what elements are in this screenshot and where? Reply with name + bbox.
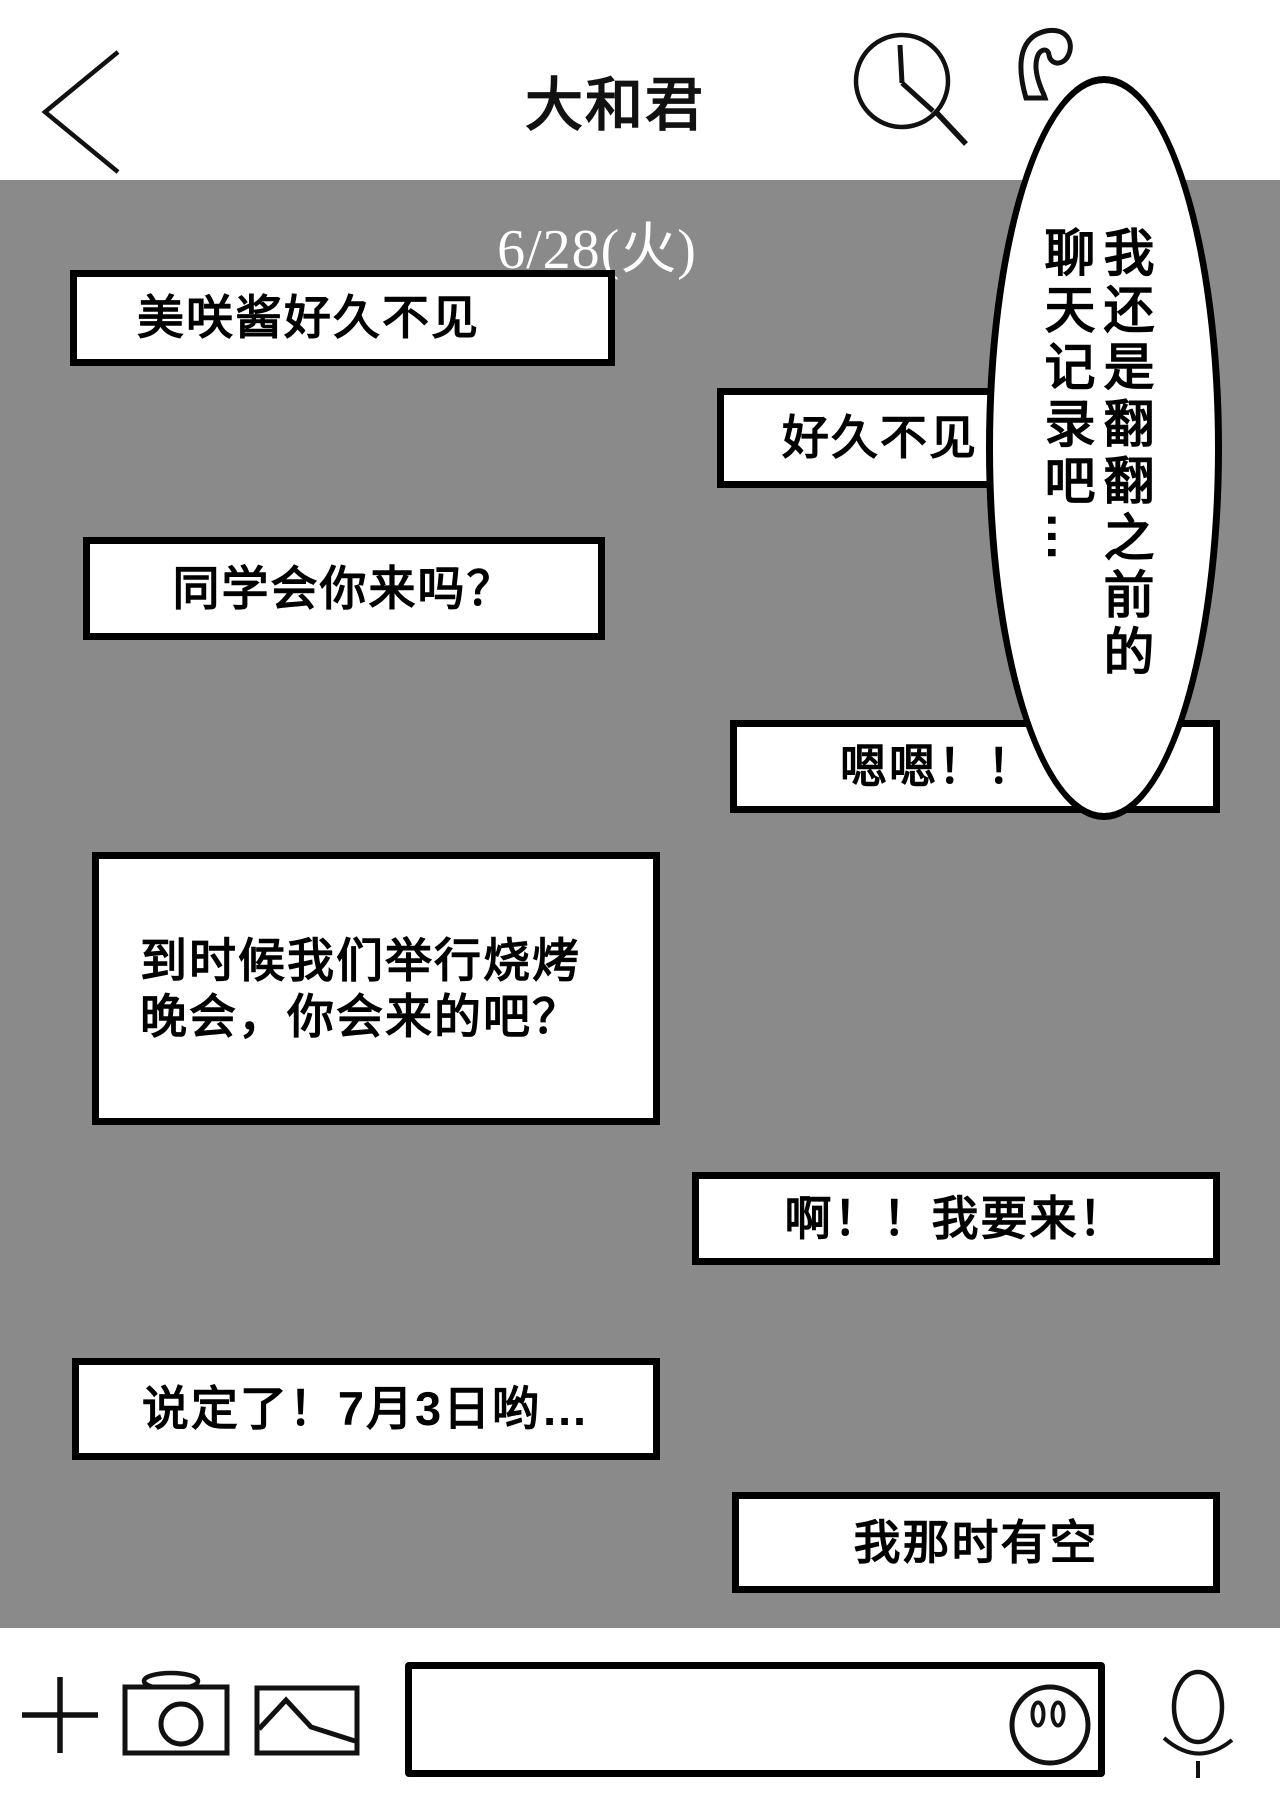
balloon-column-left: 聊天记录吧…	[1037, 226, 1094, 568]
message-text: 美咲酱好久不见	[137, 291, 480, 344]
message-input[interactable]	[405, 1662, 1105, 1777]
speech-balloon-text: 我还是翻翻之前的 聊天记录吧…	[1036, 226, 1154, 706]
message-text: 我那时有空	[853, 1515, 1099, 1569]
message-text: 好久不见	[782, 411, 978, 464]
message-bubble-left-3[interactable]: 到时候我们举行烧烤 晚会，你会来的吧？	[92, 852, 660, 1125]
page-title: 大和君	[524, 73, 705, 138]
speech-balloon	[986, 76, 1222, 820]
message-text: 同学会你来吗？	[172, 561, 516, 615]
message-bubble-left-2[interactable]: 同学会你来吗？	[83, 537, 605, 640]
message-text: 到时候我们举行烧烤 晚会，你会来的吧？	[140, 933, 581, 1043]
balloon-column-right: 我还是翻翻之前的	[1096, 226, 1153, 682]
message-bubble-right-4[interactable]: 我那时有空	[732, 1492, 1220, 1593]
message-text: 嗯嗯！！	[840, 739, 1036, 793]
message-text: 说定了！7月3日哟…	[141, 1382, 591, 1435]
message-bubble-left-1[interactable]: 美咲酱好久不见	[70, 270, 615, 366]
message-bubble-left-4[interactable]: 说定了！7月3日哟…	[72, 1358, 660, 1460]
message-text: 啊！！我要来！	[784, 1191, 1128, 1245]
message-bubble-right-3[interactable]: 啊！！我要来！	[692, 1172, 1220, 1265]
